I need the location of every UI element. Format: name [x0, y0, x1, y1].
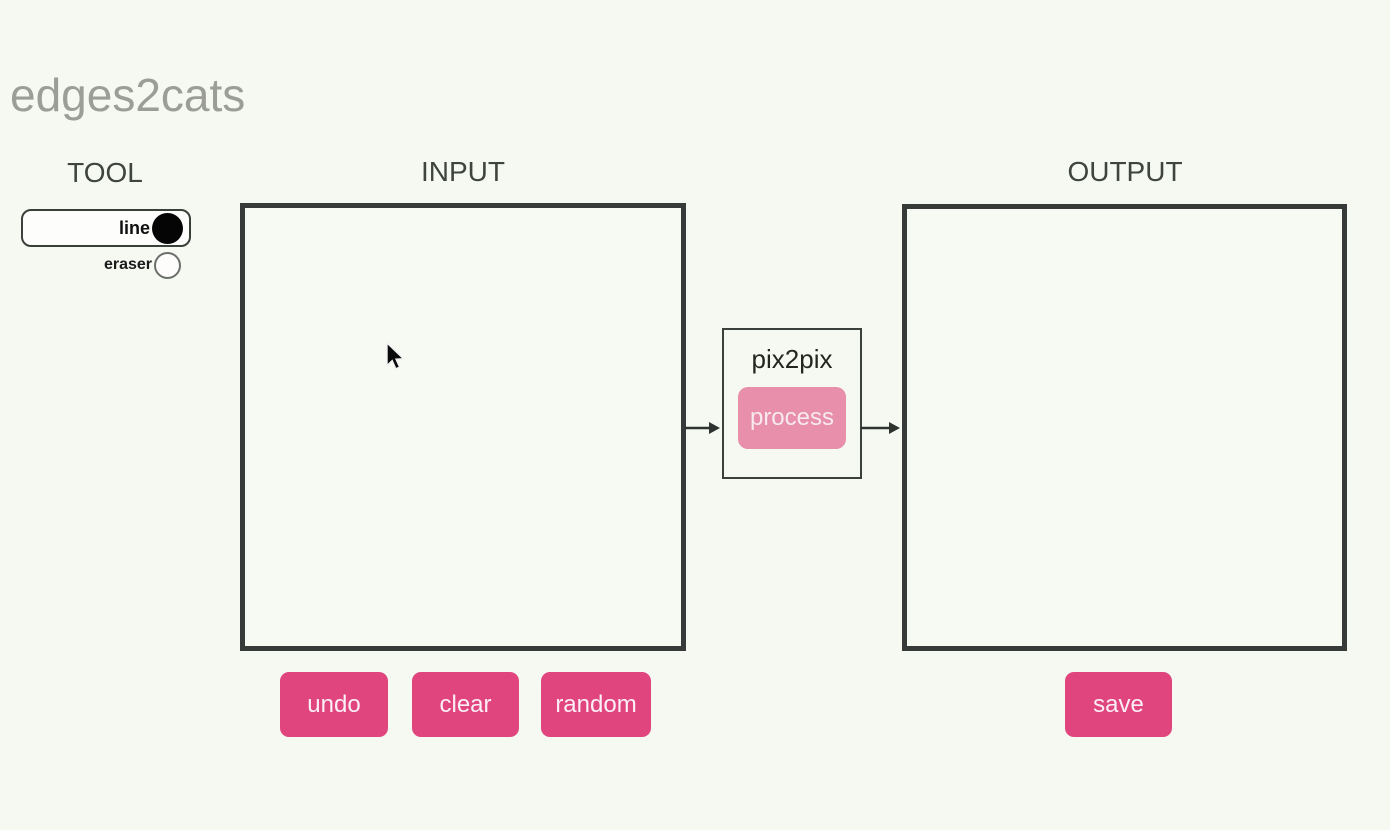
undo-button[interactable]: undo: [280, 672, 388, 737]
radio-unselected-icon: [154, 251, 181, 279]
arrow-model-to-output-icon: [861, 422, 900, 434]
arrow-input-to-model-icon: [685, 422, 720, 434]
output-result-canvas: [902, 204, 1347, 651]
radio-selected-icon: [152, 212, 183, 244]
tool-selector: line eraser: [21, 209, 191, 282]
process-button[interactable]: process: [738, 387, 846, 449]
tool-option-line-label: line: [118, 217, 150, 238]
tool-option-eraser-label: eraser: [103, 256, 152, 273]
input-heading: INPUT: [421, 156, 505, 187]
mouse-cursor-icon: [386, 341, 406, 370]
save-button[interactable]: save: [1065, 672, 1172, 737]
output-heading: OUTPUT: [1067, 156, 1183, 187]
clear-button[interactable]: clear: [412, 672, 519, 737]
tool-heading: TOOL: [67, 157, 143, 188]
random-button[interactable]: random: [541, 672, 651, 737]
input-drawing-canvas[interactable]: [240, 203, 686, 651]
model-panel: pix2pix process: [722, 328, 862, 479]
tool-option-line[interactable]: line: [21, 209, 191, 247]
page-title: edges2cats: [10, 69, 246, 121]
tool-option-eraser[interactable]: eraser: [21, 248, 191, 282]
model-name: pix2pix: [751, 344, 833, 374]
